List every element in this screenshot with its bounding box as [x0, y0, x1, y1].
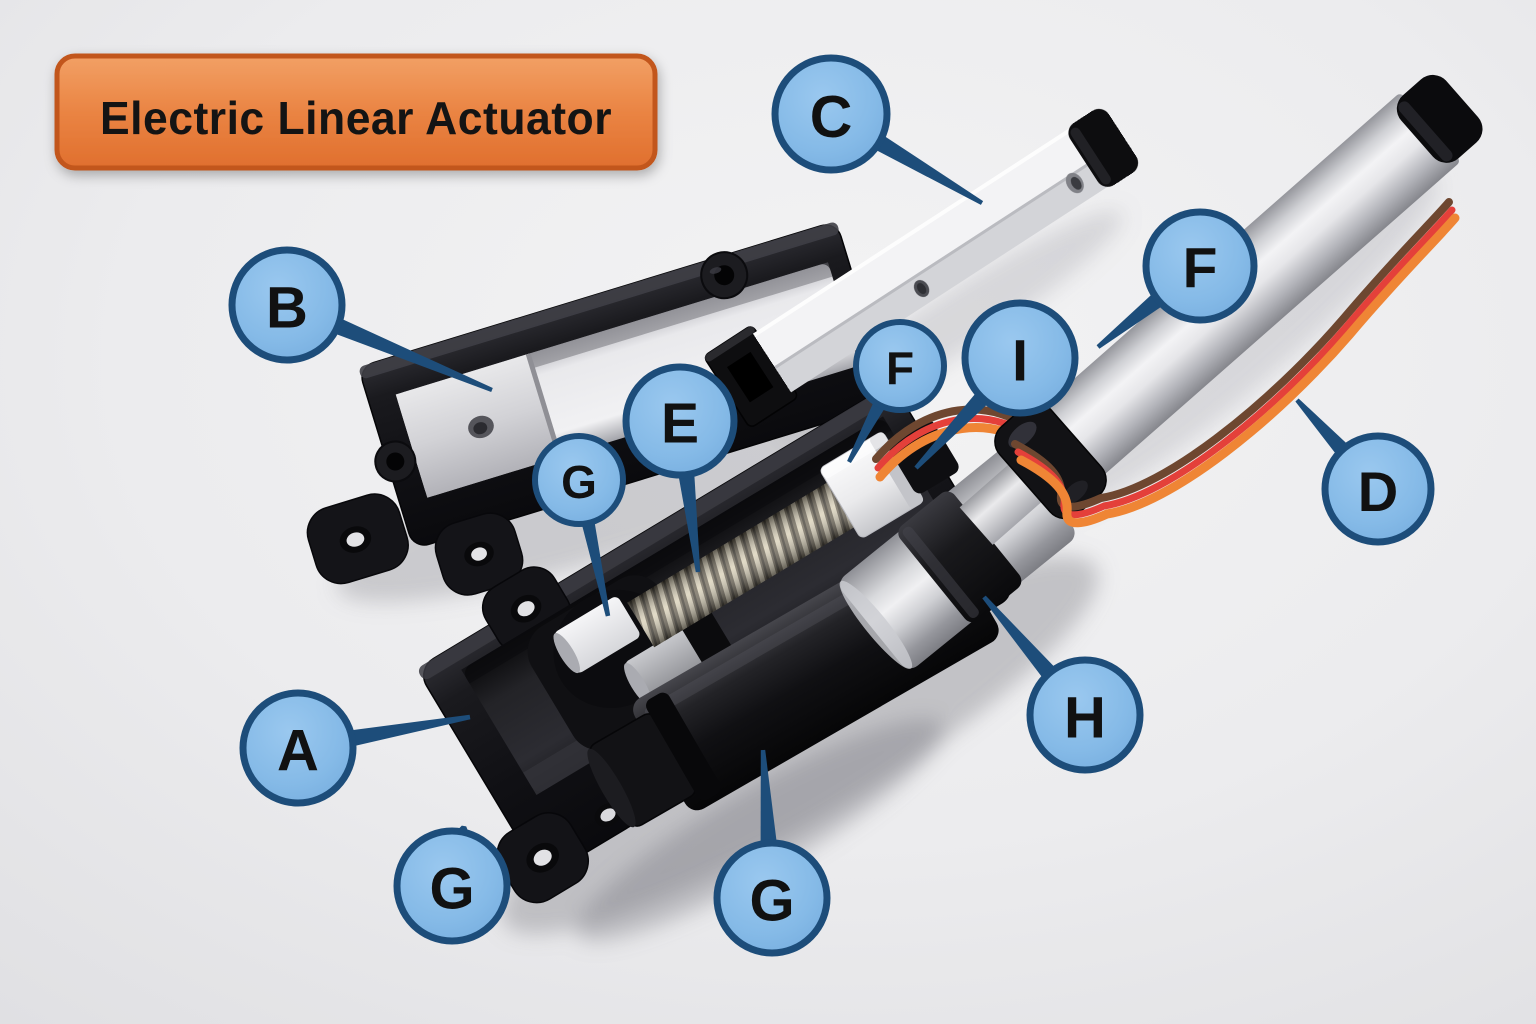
part-label-g-6: G	[532, 433, 626, 617]
part-label-h-9: H	[982, 595, 1144, 774]
part-label-a-8: A	[239, 689, 471, 807]
label-letter-g: G	[561, 456, 597, 508]
label-letter-c: C	[810, 84, 853, 150]
label-circle-b	[228, 246, 346, 364]
label-leader-line	[982, 595, 1058, 681]
rod-slot-hole-center	[916, 283, 927, 295]
band-highlight	[902, 526, 979, 619]
label-circle-e	[622, 363, 738, 479]
part-label-g-11: G	[713, 749, 831, 957]
label-leader-line	[760, 749, 778, 847]
label-leader-line	[914, 390, 991, 470]
label-circle-g	[532, 433, 626, 527]
rod-pin-hole-center	[1070, 176, 1082, 190]
label-leader-line	[847, 399, 887, 463]
part-label-b-1: B	[228, 246, 493, 392]
motor-ring	[646, 692, 721, 801]
cap-sheen	[1070, 127, 1111, 185]
rod-end-hole	[727, 351, 774, 403]
label-circle-f	[853, 319, 947, 413]
label-leader-line	[581, 518, 611, 617]
slide-rod-part	[704, 108, 1139, 427]
motor-front-face	[587, 748, 636, 828]
label-letter-e: E	[661, 392, 699, 456]
tube-cap-sheen	[1398, 101, 1453, 162]
label-leader-line	[331, 317, 493, 392]
label-letter-f: F	[1183, 237, 1218, 301]
cover-mounting-ear	[434, 512, 524, 596]
part-label-d-7: D	[1295, 398, 1435, 546]
slider-plate-edge	[525, 353, 563, 458]
flange-highlight	[704, 326, 755, 362]
housing-mounting-ear	[496, 812, 589, 904]
label-leader-line	[347, 714, 471, 747]
title-box: Electric Linear Actuator	[54, 53, 658, 171]
rod-side-face	[775, 156, 1117, 393]
motor-wires-part	[1011, 198, 1460, 528]
part-labels: C B F F I E G D A H G G	[228, 54, 1435, 957]
cover-screw-boss	[374, 440, 417, 483]
cover-mounting-ear	[306, 493, 409, 585]
case-cover-part	[306, 222, 889, 596]
label-letter-h: H	[1064, 685, 1106, 750]
gearbox-black-band	[898, 491, 1022, 623]
label-letter-i: I	[1012, 328, 1028, 393]
label-circle-g	[713, 839, 831, 957]
part-label-f-3: F	[847, 319, 947, 463]
label-circle-i	[961, 299, 1079, 417]
rod-top-edge	[752, 122, 1081, 338]
housing-part	[418, 385, 1012, 904]
label-circle-f	[1142, 208, 1258, 324]
label-leader-line	[1096, 291, 1166, 349]
label-leader-line	[1295, 398, 1351, 458]
bearing	[553, 597, 640, 674]
part-label-f-2: F	[1096, 208, 1258, 349]
label-letter-d: D	[1358, 460, 1398, 523]
label-letter-a: A	[277, 718, 319, 783]
rod-end-cap	[1068, 108, 1139, 187]
label-circle-g	[393, 827, 511, 945]
label-circle-a	[239, 689, 357, 807]
page-title: Electric Linear Actuator	[100, 92, 612, 144]
label-circle-c	[771, 54, 891, 174]
housing-floor-hole-center	[600, 808, 616, 822]
label-letter-g: G	[749, 868, 794, 933]
label-letter-b: B	[266, 275, 308, 340]
label-leader-line	[872, 133, 984, 205]
label-leader-line	[678, 470, 701, 573]
label-circle-d	[1321, 432, 1435, 546]
label-letter-f: F	[886, 342, 914, 394]
rod-edge-line	[774, 155, 1102, 369]
part-label-e-5: E	[622, 363, 738, 573]
tube-end-cap	[1396, 74, 1483, 163]
plate-hole-center	[473, 422, 488, 435]
gearbox-end-face	[839, 580, 913, 669]
cover-screw-boss	[700, 251, 749, 300]
label-circle-h	[1026, 656, 1144, 774]
part-label-i-4: I	[914, 299, 1079, 470]
label-letter-g: G	[429, 856, 474, 921]
rod-top-face	[752, 122, 1101, 369]
part-label-c-0: C	[771, 54, 984, 205]
part-label-g-10: G	[393, 825, 511, 945]
title-plate	[54, 53, 658, 171]
